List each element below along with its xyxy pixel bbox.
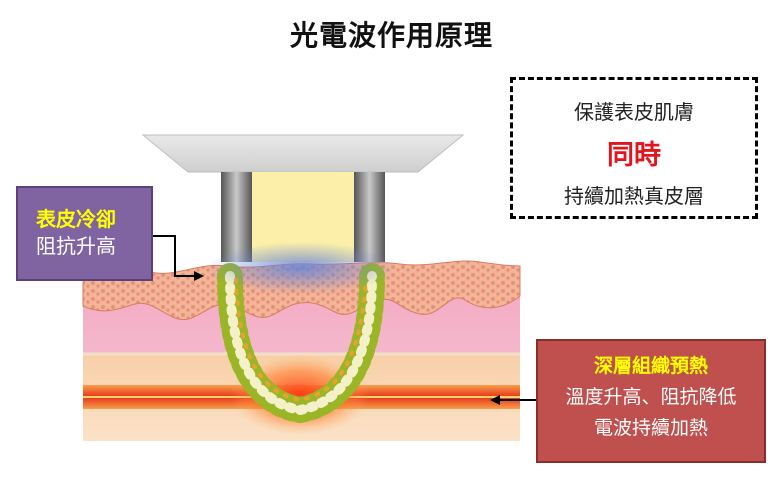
deep-tissue-pointer-arrow xyxy=(490,395,536,405)
epidermis-label-detail: 阻抗升高 xyxy=(36,234,116,258)
deep-tissue-label: 深層組織預熱 溫度升高、阻抗降低 電波持續加熱 xyxy=(536,339,766,463)
epidermis-label-title: 表皮冷卻 xyxy=(36,207,116,231)
rf-device xyxy=(141,134,465,294)
note-line-protect: 保護表皮肌膚 xyxy=(574,100,694,124)
note-line-simultaneous: 同時 xyxy=(607,140,661,171)
deep-label-detail-1: 溫度升高、阻抗降低 xyxy=(565,386,737,408)
deep-label-title: 深層組織預熱 xyxy=(593,355,708,377)
summary-note-box: 保護表皮肌膚 同時 持續加熱真皮層 xyxy=(510,77,758,219)
deep-label-detail-2: 電波持續加熱 xyxy=(593,417,708,439)
epidermis-pointer-arrow xyxy=(153,235,204,281)
page-title: 光電波作用原理 xyxy=(289,19,493,52)
epidermis-cooling-label: 表皮冷卻 阻抗升高 xyxy=(16,186,153,281)
rf-wave-path xyxy=(217,263,385,424)
note-line-heat: 持續加熱真皮層 xyxy=(564,184,704,208)
